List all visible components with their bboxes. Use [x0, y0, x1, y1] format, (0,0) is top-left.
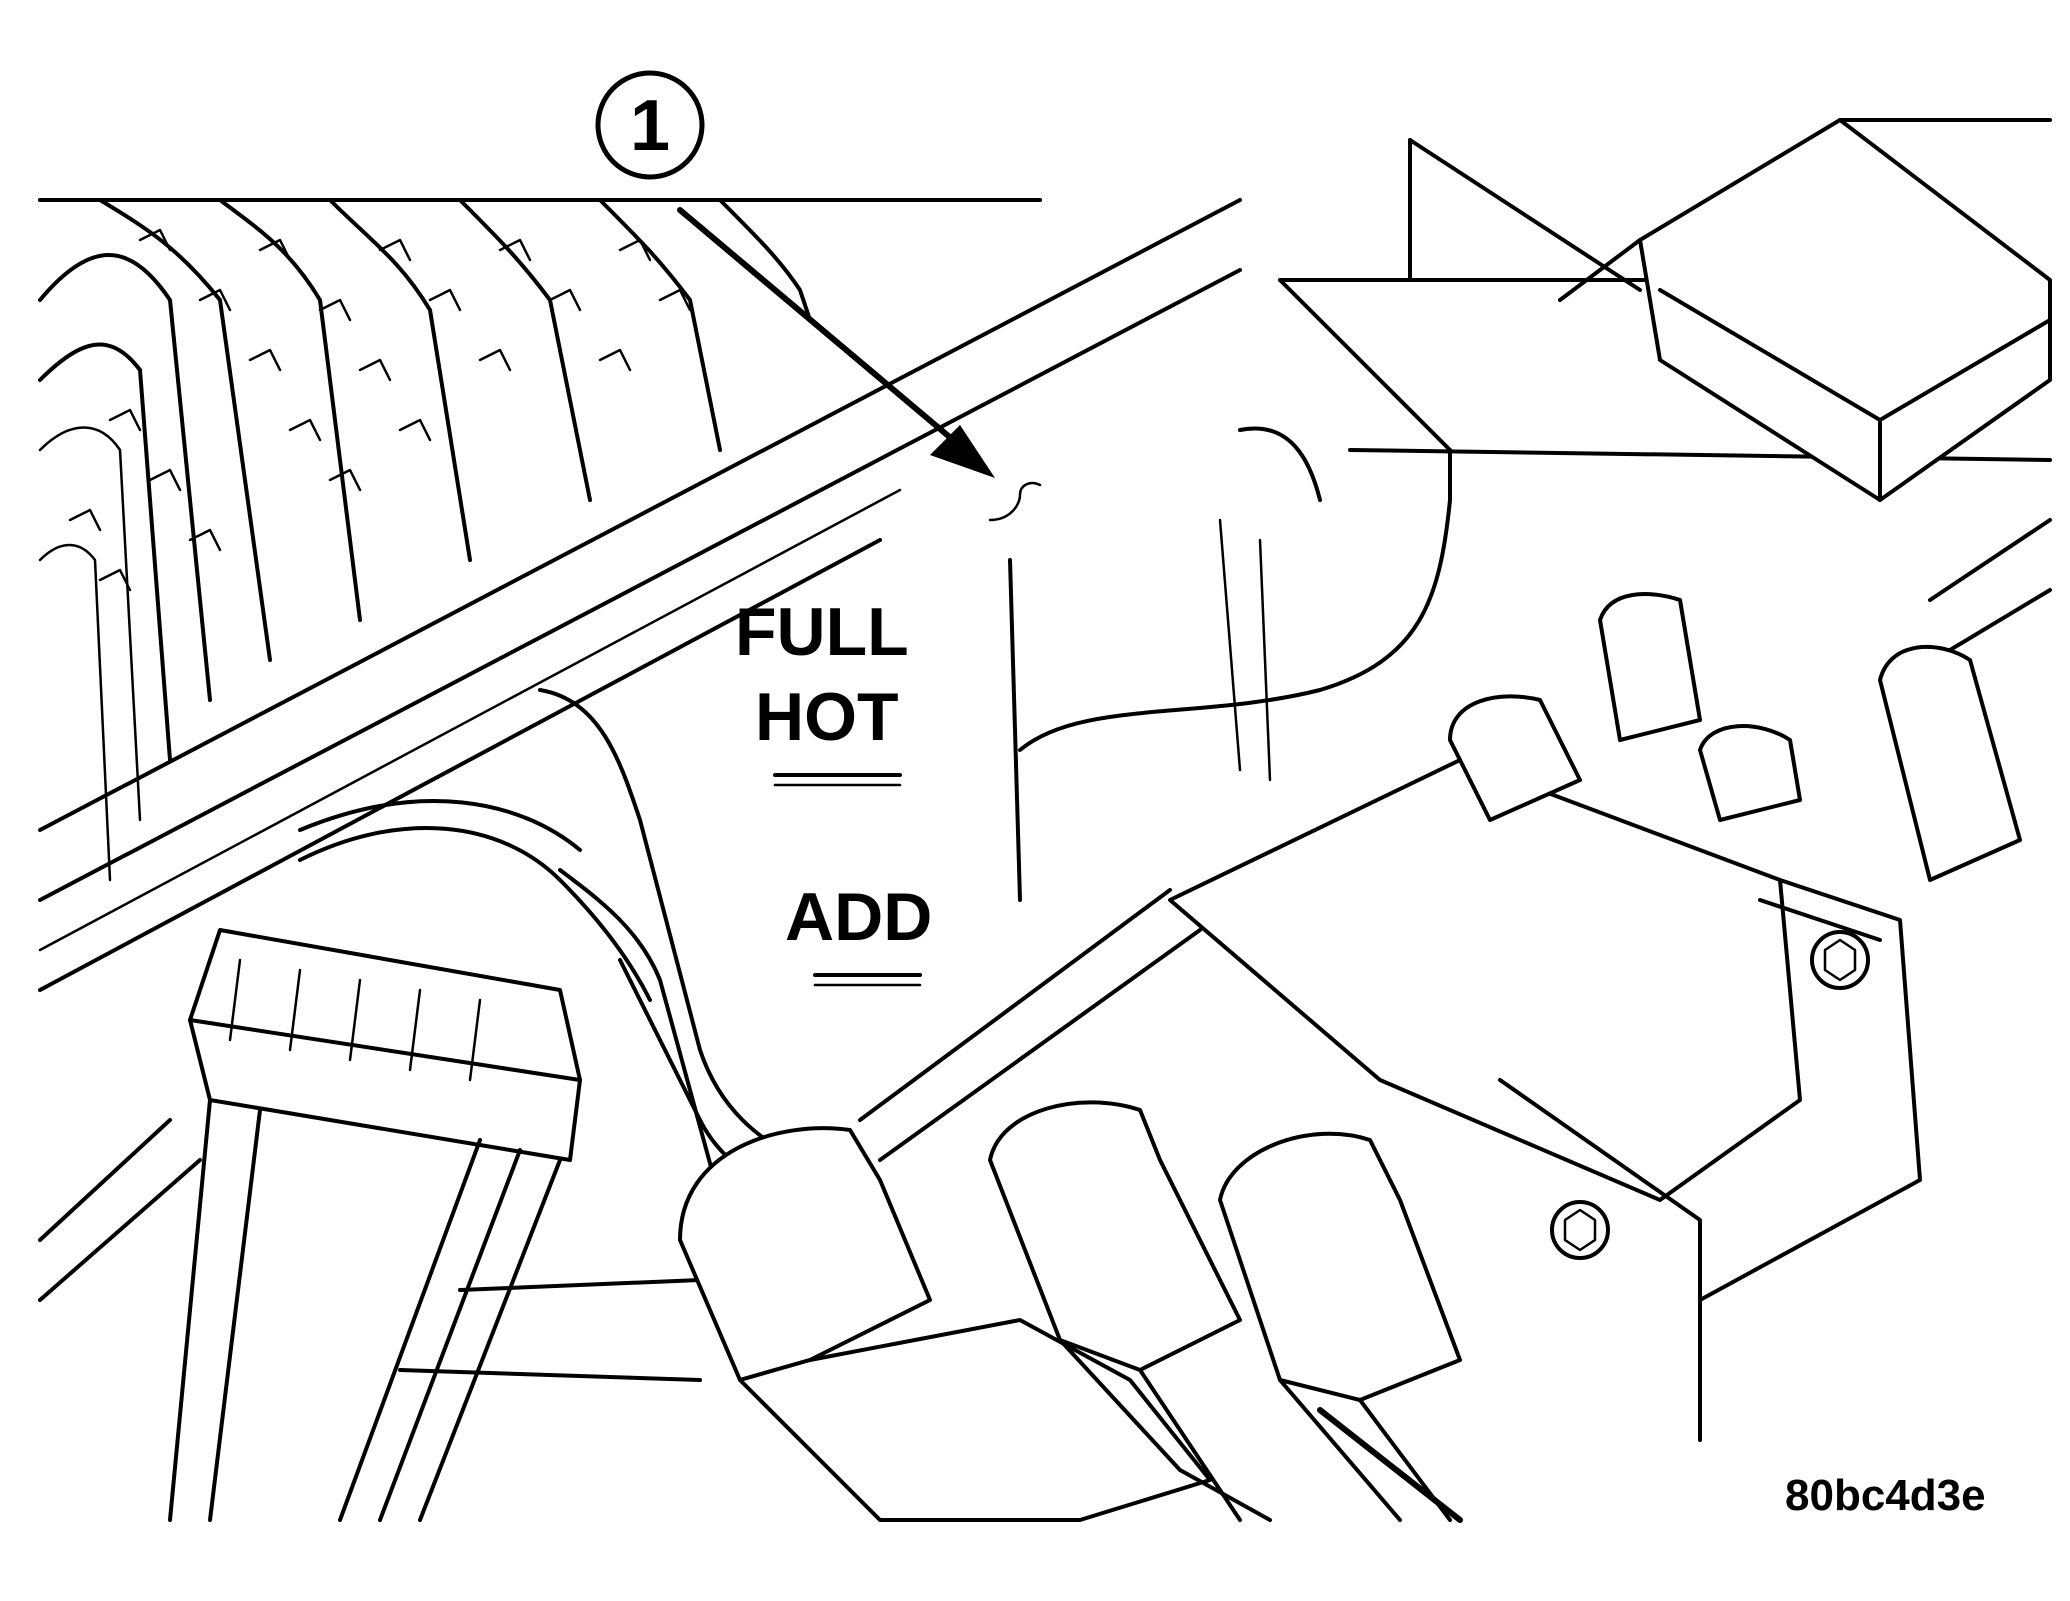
callout-number: 1 [630, 86, 670, 166]
reservoir-cap [168, 928, 582, 1522]
callout-1: 1 [595, 70, 1042, 522]
hoses [38, 799, 1202, 1382]
add-label: ADD [785, 879, 932, 955]
figure-code: 80bc4d3e [1785, 1471, 1986, 1520]
ignition-coil [1168, 758, 1922, 1442]
reservoir-level-marks: FULL HOT ADD [735, 594, 932, 987]
full-hot-label-line1: FULL [735, 594, 909, 670]
coolant-level-mark [988, 481, 1042, 522]
coolant-reservoir [538, 278, 1762, 1162]
spark-plug-boots [678, 518, 2052, 1523]
callout-circle [595, 70, 705, 180]
upper-right-housing [1348, 118, 2052, 502]
callout-arrowhead [930, 425, 995, 478]
full-hot-label-line2: HOT [755, 679, 899, 755]
callout-leader [677, 207, 968, 453]
radiator-fins [38, 198, 1242, 992]
